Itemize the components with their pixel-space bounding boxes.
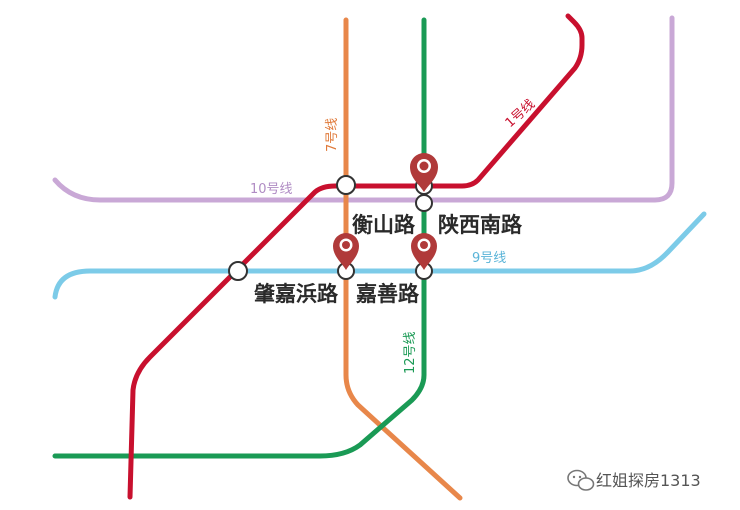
- line-12-track: [52, 17, 427, 459]
- line-7-track: [343, 17, 463, 501]
- location-pin-icon[interactable]: [411, 233, 437, 270]
- location-pin-icon[interactable]: [333, 233, 359, 270]
- line-9-track: [52, 211, 707, 300]
- station-label-shaanxi: 陕西南路: [438, 212, 523, 237]
- line-10-label: 10号线: [250, 182, 293, 197]
- location-pin-icon[interactable]: [410, 153, 438, 192]
- station-label-hengshan: 衡山路: [352, 212, 416, 237]
- line-9-label: 9号线: [472, 251, 506, 266]
- station-marker-shaanxi[interactable]: [415, 194, 433, 212]
- line-12-label: 12号线: [403, 331, 418, 374]
- line-1-track: [127, 13, 585, 500]
- line-10-track: [52, 15, 675, 203]
- station-label-zhaojiabang: 肇嘉浜路: [254, 281, 339, 306]
- watermark: 红姐探房1313: [567, 469, 701, 491]
- line-7-label: 7号线: [325, 118, 340, 152]
- station-label-jiashan: 嘉善路: [356, 281, 420, 306]
- wechat-icon: [567, 469, 595, 491]
- station-marker-zhaojiabang[interactable]: [228, 261, 248, 281]
- station-marker-line1-line7[interactable]: [336, 175, 356, 195]
- watermark-text: 红姐探房1313: [596, 471, 701, 490]
